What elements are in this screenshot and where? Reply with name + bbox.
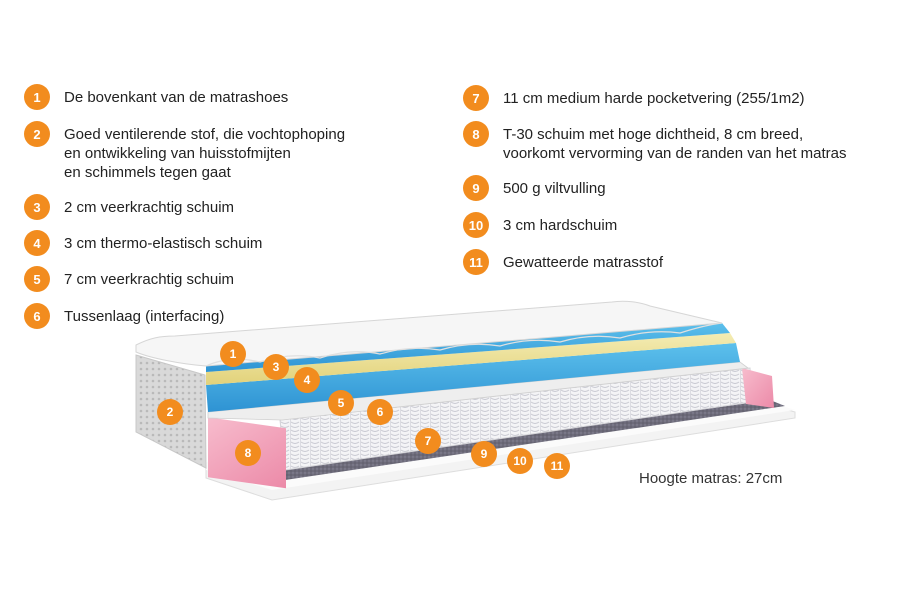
- diagram-marker-11: 11: [544, 453, 570, 479]
- legend-item-11: 11 Gewatteerde matrasstof: [463, 249, 663, 275]
- diagram-marker-4: 4: [294, 367, 320, 393]
- legend-item-3: 3 2 cm veerkrachtig schuim: [24, 194, 234, 220]
- legend-text: 3 cm thermo-elastisch schuim: [64, 235, 263, 252]
- diagram-marker-6: 6: [367, 399, 393, 425]
- mattress-height-label: Hoogte matras: 27cm: [639, 470, 783, 487]
- legend-text: 7 cm veerkrachtig schuim: [64, 271, 235, 288]
- number-badge: 7: [463, 85, 489, 111]
- legend-item-6: 6 Tussenlaag (interfacing): [24, 303, 224, 329]
- number-badge: 8: [463, 121, 489, 147]
- legend-text: T-30 schuim met hoge dichtheid, 8 cm bre…: [503, 126, 847, 162]
- legend-text: Gewatteerde matrasstof: [503, 254, 664, 271]
- number-badge: 11: [463, 249, 489, 275]
- svg-text:5: 5: [338, 396, 345, 410]
- legend-item-9: 9 500 g viltvulling: [463, 175, 606, 201]
- diagram-marker-2: 2: [157, 399, 183, 425]
- legend-text: Tussenlaag (interfacing): [64, 308, 225, 325]
- svg-text:11: 11: [551, 459, 564, 473]
- felt-layer: [270, 400, 785, 480]
- legend-item-5: 5 7 cm veerkrachtig schuim: [24, 266, 234, 292]
- svg-text:6: 6: [377, 405, 384, 419]
- diagram-marker-9: 9: [471, 441, 497, 467]
- diagram-marker-3: 3: [263, 354, 289, 380]
- legend-item-7: 7 11 cm medium harde pocketvering (255/1…: [463, 85, 805, 111]
- svg-text:9: 9: [481, 447, 488, 461]
- quilted-top-cover: [135, 300, 723, 367]
- legend-item-1: 1 De bovenkant van de matrashoes: [24, 84, 288, 110]
- number-badge: 3: [24, 194, 50, 220]
- svg-text:4: 4: [304, 373, 311, 387]
- svg-text:1: 1: [230, 347, 237, 361]
- top-cover-quilt-stitch: [205, 322, 723, 367]
- diagram-marker-7: 7: [415, 428, 441, 454]
- diagram-marker-1: 1: [220, 341, 246, 367]
- legend-text: 500 g viltvulling: [503, 180, 606, 197]
- svg-text:7: 7: [425, 434, 432, 448]
- legend-text: Goed ventilerende stof, die vochtophopin…: [64, 126, 346, 181]
- number-badge: 4: [24, 230, 50, 256]
- legend-text: 3 cm hardschuim: [503, 217, 618, 234]
- number-badge: 10: [463, 212, 489, 238]
- legend-item-8: 8 T-30 schuim met hoge dichtheid, 8 cm b…: [463, 121, 847, 163]
- number-badge: 5: [24, 266, 50, 292]
- legend-text: De bovenkant van de matrashoes: [64, 89, 289, 106]
- legend-text: 11 cm medium harde pocketvering (255/1m2…: [503, 90, 805, 107]
- number-badge: 1: [24, 84, 50, 110]
- svg-text:10: 10: [513, 454, 527, 468]
- svg-text:3: 3: [273, 360, 280, 374]
- svg-text:8: 8: [245, 446, 252, 460]
- legend-text: 2 cm veerkrachtig schuim: [64, 199, 235, 216]
- number-badge: 2: [24, 121, 50, 147]
- number-badge: 6: [24, 303, 50, 329]
- diagram-marker-10: 10: [507, 448, 533, 474]
- diagram-marker-5: 5: [328, 390, 354, 416]
- blue-foam-2cm: [206, 323, 730, 372]
- yellow-foam-3cm: [206, 333, 736, 385]
- diagram-marker-8: 8: [235, 440, 261, 466]
- number-badge: 9: [463, 175, 489, 201]
- svg-text:2: 2: [167, 405, 174, 419]
- pink-edge-foam-back: [742, 368, 774, 408]
- legend-item-2: 2 Goed ventilerende stof, die vochtophop…: [24, 121, 345, 182]
- legend-item-4: 4 3 cm thermo-elastisch schuim: [24, 230, 262, 256]
- legend-item-10: 10 3 cm hardschuim: [463, 212, 617, 238]
